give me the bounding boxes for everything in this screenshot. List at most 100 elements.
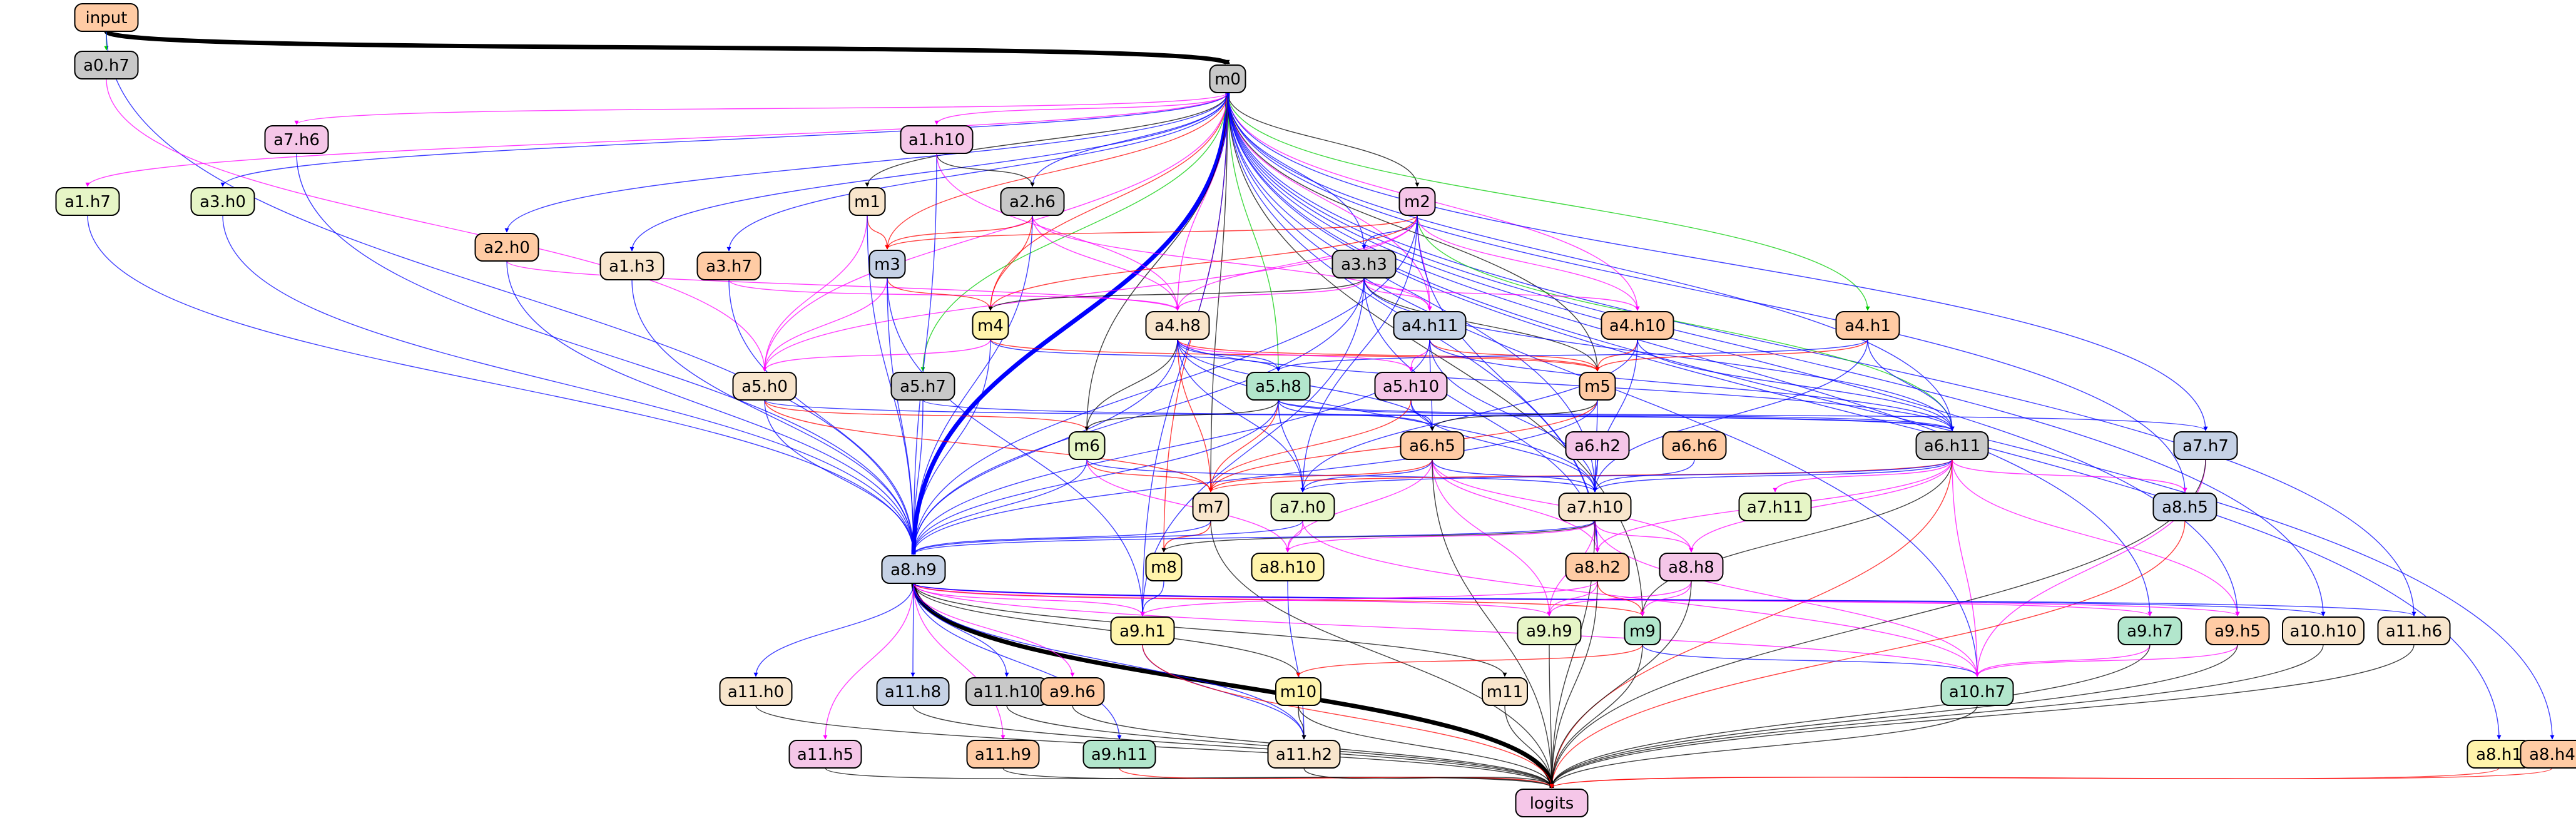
edge-m7-to-m8 (1161, 520, 1211, 553)
node-box (1270, 493, 1335, 521)
edge-a2.h6-to-a8.h9 (911, 215, 1033, 555)
node-a9.h6[interactable]: a9.h6 (1040, 677, 1105, 706)
node-a4.h11[interactable]: a4.h11 (1393, 311, 1467, 340)
node-a8.h8[interactable]: a8.h8 (1659, 553, 1724, 581)
node-label: a9.h6 (1049, 683, 1096, 702)
node-a8.h4[interactable]: a8.h4 (2520, 740, 2576, 769)
node-a9.h9[interactable]: a9.h9 (1517, 616, 1582, 645)
edge-a6.h5-to-a8.h2 (1432, 459, 1600, 553)
node-a2.h0[interactable]: a2.h0 (474, 233, 539, 262)
node-a2.h6[interactable]: a2.h6 (1000, 187, 1065, 216)
node-a6.h6[interactable]: a6.h6 (1662, 431, 1727, 460)
node-a3.h0[interactable]: a3.h0 (190, 187, 255, 216)
node-a11.h10[interactable]: a11.h10 (965, 677, 1048, 706)
edge-m0-to-m5 (1227, 92, 1600, 372)
node-m11[interactable]: m11 (1482, 677, 1528, 706)
node-a8.h5[interactable]: a8.h5 (2152, 493, 2217, 521)
edge-a11.h8-to-logits (912, 705, 1554, 789)
node-label: a2.h6 (1009, 193, 1056, 212)
node-box (1482, 677, 1528, 706)
node-a7.h0[interactable]: a7.h0 (1270, 493, 1335, 521)
node-a8.h1[interactable]: a8.h1 (2467, 740, 2532, 769)
node-label: a3.h0 (200, 193, 246, 212)
node-a5.h7[interactable]: a5.h7 (890, 372, 955, 401)
edge-a4.h1-to-m5 (1595, 339, 1868, 372)
edge-a6.h5-to-a9.h9 (1432, 459, 1552, 616)
node-a9.h5[interactable]: a9.h5 (2205, 616, 2270, 645)
node-a4.h10[interactable]: a4.h10 (1601, 311, 1674, 340)
node-m6[interactable]: m6 (1068, 431, 1106, 460)
node-m4[interactable]: m4 (972, 311, 1009, 340)
node-a5.h0[interactable]: a5.h0 (732, 372, 797, 401)
node-a3.h3[interactable]: a3.h3 (1331, 250, 1397, 279)
node-label: a11.h10 (974, 683, 1041, 702)
edge-a6.h11-to-m7 (1208, 459, 1953, 493)
node-m10[interactable]: m10 (1275, 677, 1321, 706)
node-label: a11.h9 (975, 745, 1031, 764)
node-m8[interactable]: m8 (1145, 553, 1183, 581)
edge-a0.h7-to-a5.h0 (106, 78, 767, 372)
node-m7[interactable]: m7 (1192, 493, 1229, 521)
node-m5[interactable]: m5 (1579, 372, 1616, 401)
node-a11.h2[interactable]: a11.h2 (1267, 740, 1341, 769)
node-m0[interactable]: m0 (1209, 64, 1246, 93)
node-a3.h7[interactable]: a3.h7 (696, 252, 761, 280)
node-label: a8.h2 (1574, 558, 1621, 577)
node-a1.h3[interactable]: a1.h3 (599, 252, 664, 280)
node-logits[interactable]: logits (1515, 789, 1589, 817)
node-a5.h10[interactable]: a5.h10 (1374, 372, 1448, 401)
node-a10.h10[interactable]: a10.h10 (2282, 616, 2365, 645)
node-a1.h7[interactable]: a1.h7 (55, 187, 120, 216)
node-a4.h8[interactable]: a4.h8 (1145, 311, 1210, 340)
edge-a2.h6-to-m3 (885, 215, 1033, 250)
node-label: a3.h3 (1341, 255, 1387, 274)
node-a8.h9[interactable]: a8.h9 (881, 555, 946, 584)
node-a11.h5[interactable]: a11.h5 (788, 740, 862, 769)
edge-a7.h0-to-a8.h9 (911, 520, 1303, 555)
node-a6.h5[interactable]: a6.h5 (1400, 431, 1465, 460)
node-label: a7.h0 (1280, 498, 1326, 517)
node-input[interactable]: input (74, 3, 139, 32)
node-a9.h7[interactable]: a9.h7 (2117, 616, 2182, 645)
node-a6.h2[interactable]: a6.h2 (1565, 431, 1630, 460)
node-a6.h11[interactable]: a6.h11 (1915, 431, 1989, 460)
node-a8.h2[interactable]: a8.h2 (1565, 553, 1630, 581)
node-box (1398, 187, 1436, 216)
node-a9.h1[interactable]: a9.h1 (1110, 616, 1175, 645)
edge-a4.h10-to-a6.h11 (1637, 339, 1955, 431)
node-a11.h0[interactable]: a11.h0 (719, 677, 793, 706)
edge-a5.h8-to-a6.h5 (1278, 399, 1435, 431)
edge-a9.h5-to-logits (1549, 644, 2238, 789)
node-m3[interactable]: m3 (868, 250, 906, 279)
node-a7.h7[interactable]: a7.h7 (2173, 431, 2238, 460)
node-a5.h8[interactable]: a5.h8 (1246, 372, 1311, 401)
edge-a7.h10-to-a8.h9 (911, 520, 1596, 555)
node-box (474, 233, 539, 262)
edge-a5.h8-to-m7 (1208, 399, 1279, 493)
edge-m3-to-a8.h9 (887, 277, 916, 555)
node-label: a8.h10 (1260, 558, 1316, 577)
edge-m7-to-a8.h9 (911, 520, 1211, 555)
node-label: a6.h6 (1671, 437, 1718, 456)
node-a9.h11[interactable]: a9.h11 (1082, 740, 1156, 769)
node-a4.h1[interactable]: a4.h1 (1835, 311, 1900, 340)
node-a11.h8[interactable]: a11.h8 (876, 677, 950, 706)
node-m9[interactable]: m9 (1624, 616, 1661, 645)
edge-m0-to-m7 (1208, 92, 1228, 493)
node-m2[interactable]: m2 (1398, 187, 1436, 216)
node-m1[interactable]: m1 (848, 187, 886, 216)
node-a11.h6[interactable]: a11.h6 (2377, 616, 2451, 645)
node-a8.h10[interactable]: a8.h10 (1251, 553, 1325, 581)
edge-a8.h8-to-a9.h9 (1547, 580, 1692, 616)
node-a11.h9[interactable]: a11.h9 (966, 740, 1040, 769)
node-label: a5.h7 (900, 377, 946, 396)
node-a7.h6[interactable]: a7.h6 (264, 125, 329, 154)
node-a7.h11[interactable]: a7.h11 (1738, 493, 1812, 521)
node-label: a1.h10 (909, 131, 965, 150)
edge-a6.h5-to-a7.h10 (1432, 459, 1597, 493)
node-a7.h10[interactable]: a7.h10 (1558, 493, 1632, 521)
edge-a8.h9-to-a11.h6 (913, 583, 2416, 616)
node-a10.h7[interactable]: a10.h7 (1940, 677, 2014, 706)
node-a1.h10[interactable]: a1.h10 (900, 125, 974, 154)
node-a0.h7[interactable]: a0.h7 (74, 51, 139, 79)
